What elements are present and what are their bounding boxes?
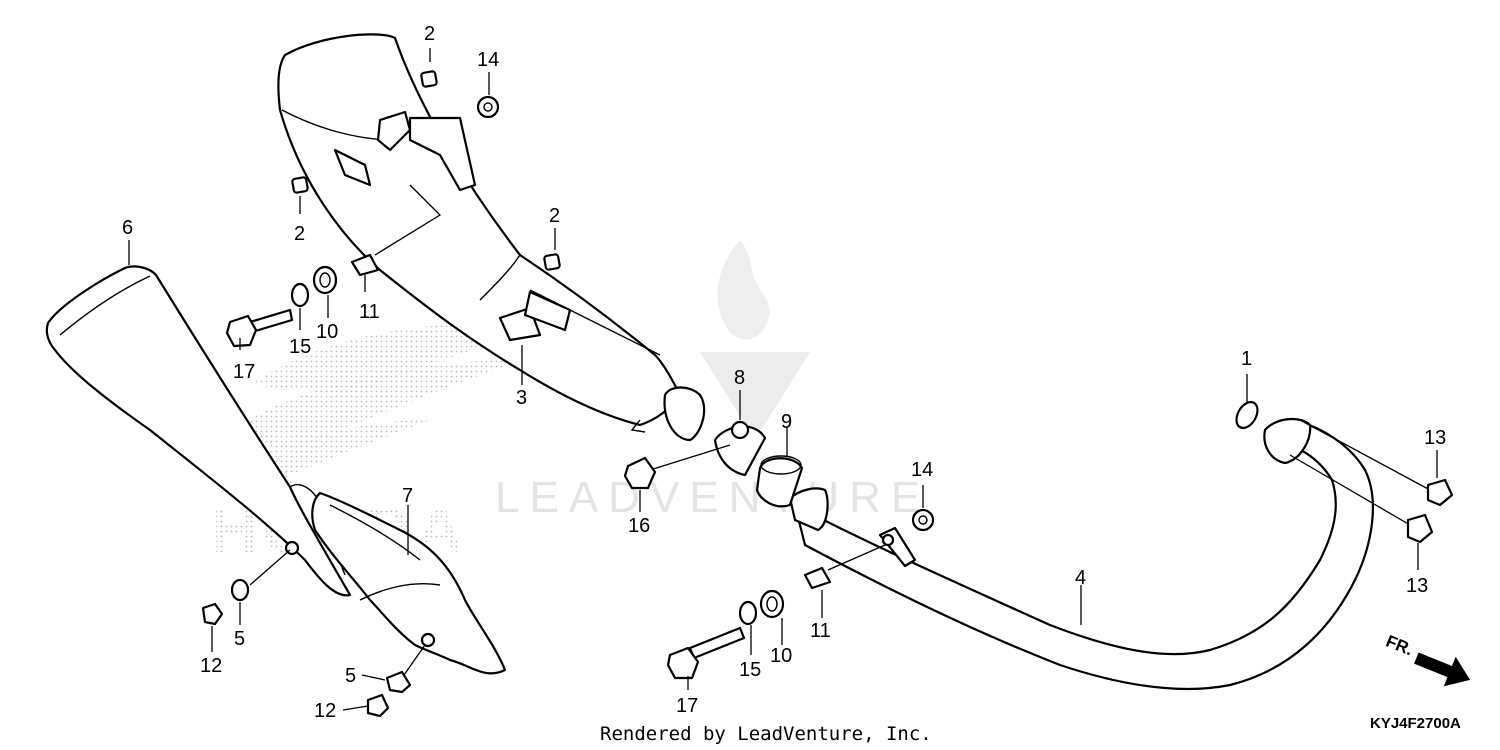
part-17-bolt-lower xyxy=(666,626,746,680)
part-2-nut-left xyxy=(291,176,309,194)
callout-10-lower[interactable]: 10 xyxy=(770,645,792,667)
part-10-collar-upper xyxy=(312,265,338,295)
callout-9[interactable]: 9 xyxy=(781,411,792,433)
callout-15-lower[interactable]: 15 xyxy=(739,659,761,681)
callout-10-upper[interactable]: 10 xyxy=(316,321,338,343)
callout-2-top[interactable]: 2 xyxy=(424,23,435,45)
part-15-washer-upper xyxy=(290,282,310,308)
leadventure-watermark-text: LEADVENTURE xyxy=(495,473,930,522)
callout-7[interactable]: 7 xyxy=(402,485,413,507)
part-2-nut-top xyxy=(420,70,438,88)
part-6-muffler-protector xyxy=(45,265,352,597)
part-1-gasket xyxy=(1235,400,1259,430)
front-direction-label: FR. xyxy=(1383,631,1416,659)
part-11-grommet-upper xyxy=(350,184,442,277)
callout-13-lower[interactable]: 13 xyxy=(1406,575,1428,597)
callout-leaders xyxy=(128,48,1438,711)
callout-5-lower[interactable]: 5 xyxy=(345,665,356,687)
callout-12-lower[interactable]: 12 xyxy=(314,700,336,722)
part-16-bolt xyxy=(623,444,731,490)
callout-13-upper[interactable]: 13 xyxy=(1424,427,1446,449)
callout-4[interactable]: 4 xyxy=(1075,567,1086,589)
part-2-nut-right xyxy=(543,253,561,271)
callout-11-upper[interactable]: 11 xyxy=(359,301,380,323)
part-7-heat-shield xyxy=(311,491,507,675)
part-10-collar-lower xyxy=(759,589,785,619)
callout-12-left[interactable]: 12 xyxy=(200,655,222,677)
callout-3[interactable]: 3 xyxy=(516,387,527,409)
leadventure-watermark: LEADVENTURE xyxy=(495,240,930,522)
callout-14-lower[interactable]: 14 xyxy=(911,459,933,481)
callout-8[interactable]: 8 xyxy=(734,367,745,389)
part-14-nut-top xyxy=(476,95,500,119)
part-5-washer-left xyxy=(230,549,291,602)
part-17-bolt-upper xyxy=(225,308,294,348)
part-5-washer-lower xyxy=(385,644,426,694)
part-4-exhaust-pipe xyxy=(788,417,1375,691)
part-15-washer-lower xyxy=(738,600,758,626)
front-direction-arrow-icon xyxy=(1414,652,1471,687)
part-13-nut-lower xyxy=(1289,454,1434,544)
footer-credit: Rendered by LeadVenture, Inc. xyxy=(600,723,932,745)
part-12-bolt-lower xyxy=(366,693,390,718)
callout-14-top[interactable]: 14 xyxy=(477,49,499,71)
callout-16[interactable]: 16 xyxy=(628,515,650,537)
callout-11-lower[interactable]: 11 xyxy=(810,620,831,642)
part-12-bolt-left xyxy=(201,602,224,626)
front-direction-marker: FR. xyxy=(1383,631,1471,687)
part-9-joint-gasket xyxy=(755,455,804,508)
callouts: 1 2 2 2 3 4 5 5 6 7 8 9 10 10 11 11 12 1… xyxy=(122,23,1446,722)
part-11-grommet-lower xyxy=(803,544,886,590)
part-3-muffler xyxy=(277,33,706,442)
callout-15-upper[interactable]: 15 xyxy=(289,336,311,358)
callout-2-right[interactable]: 2 xyxy=(549,205,560,227)
part-14-nut-lower xyxy=(911,508,935,532)
callout-17-upper[interactable]: 17 xyxy=(233,361,255,383)
callout-2-left[interactable]: 2 xyxy=(294,223,305,245)
callout-17-lower[interactable]: 17 xyxy=(676,695,698,717)
part-13-nut-upper xyxy=(1299,419,1454,507)
callout-5-left[interactable]: 5 xyxy=(234,628,245,650)
diagram-code: KYJ4F2700A xyxy=(1370,715,1461,732)
callout-6[interactable]: 6 xyxy=(122,217,133,239)
part-8-clamp xyxy=(713,420,767,477)
callout-1[interactable]: 1 xyxy=(1241,348,1252,370)
